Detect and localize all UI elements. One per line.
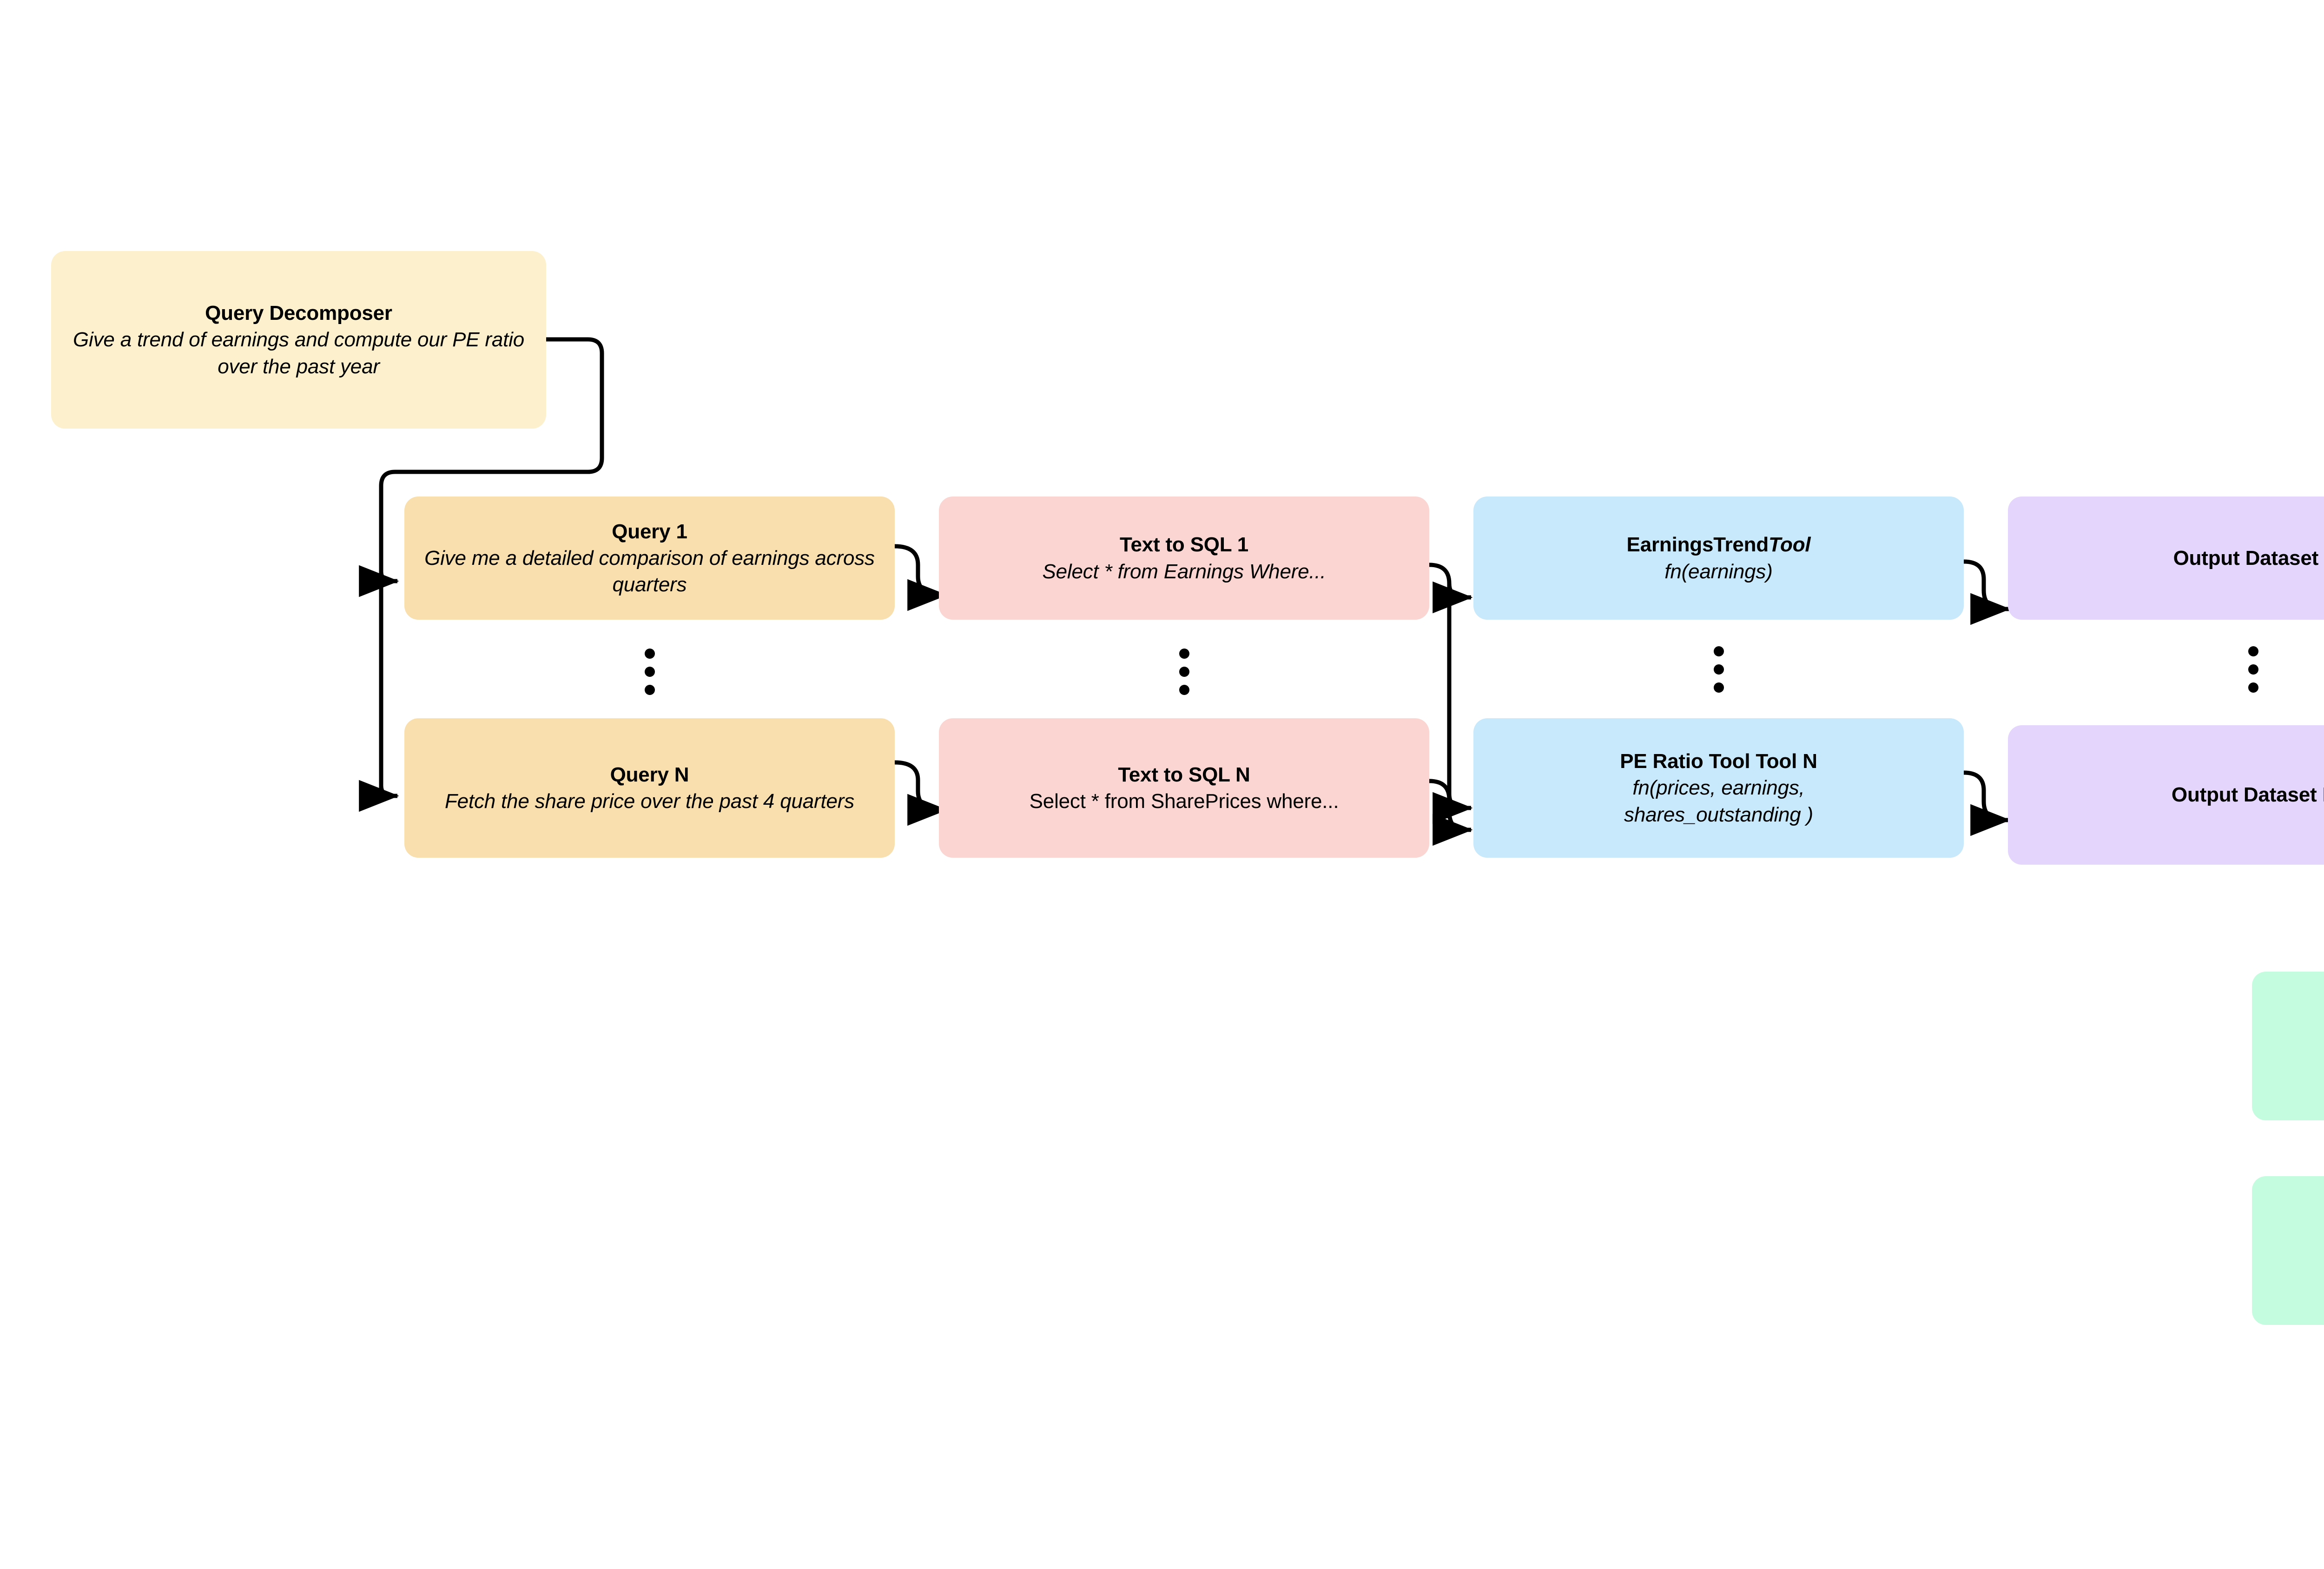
- node-query-1[interactable]: Query 1 Give me a detailed comparison of…: [404, 497, 895, 620]
- ellipsis-dot: [645, 667, 655, 677]
- edge-queryn-to-sqln: [894, 760, 948, 826]
- node-subtitle: fn(earnings): [1664, 560, 1773, 583]
- node-title: Output Dataset 1: [2173, 546, 2324, 569]
- node-query-n[interactable]: Query N Fetch the share price over the p…: [404, 718, 895, 858]
- node-title-text: EarningsTrend: [1626, 533, 1769, 556]
- ellipsis-dot: [1179, 649, 1189, 659]
- dataset-column-ellipsis: [2244, 646, 2263, 693]
- edge-sql1-to-tooln: [1433, 792, 1473, 824]
- node-title: Query 1: [612, 520, 687, 543]
- node-subtitle: Give me a detailed comparison of earning…: [424, 546, 875, 596]
- ellipsis-dot: [1179, 685, 1189, 695]
- node-title: Text to SQL N: [1118, 763, 1250, 786]
- tool-column-ellipsis: [1710, 646, 1728, 693]
- node-output-summarizer[interactable]: Output Summarizer: [2252, 972, 2324, 1120]
- ellipsis-dot: [2248, 664, 2258, 675]
- edge-sql1-trunk: [1429, 563, 1452, 818]
- ellipsis-dot: [1714, 664, 1724, 675]
- ellipsis-dot: [1179, 667, 1189, 677]
- node-pe-ratio-tool[interactable]: PE Ratio Tool Tool N fn(prices, earnings…: [1473, 718, 1964, 858]
- node-subtitle: Select * from Earnings Where...: [1042, 560, 1326, 583]
- ellipsis-dot: [645, 649, 655, 659]
- ellipsis-dot: [2248, 682, 2258, 693]
- node-output-dataset-1[interactable]: Output Dataset 1: [2008, 497, 2324, 620]
- node-title: PE Ratio Tool Tool N: [1620, 750, 1817, 773]
- node-text-to-sql-1[interactable]: Text to SQL 1 Select * from Earnings Whe…: [939, 497, 1429, 620]
- node-subtitle: Give a trend of earnings and compute our…: [73, 328, 524, 378]
- node-title-tool-suffix: Tool: [1769, 533, 1811, 556]
- edge-tooln-to-datasetn: [1963, 770, 2011, 836]
- node-query-decomposer[interactable]: Query Decomposer Give a trend of earning…: [51, 251, 546, 429]
- node-subtitle: Select * from SharePrices where...: [1029, 790, 1339, 813]
- ellipsis-dot: [645, 685, 655, 695]
- node-title: Output Dataset N: [2171, 783, 2324, 807]
- node-output-formatter[interactable]: Output Formatter: [2252, 1176, 2324, 1325]
- edge-query1-to-sql1: [894, 544, 948, 611]
- node-subtitle: Fetch the share price over the past 4 qu…: [444, 790, 855, 813]
- query-column-ellipsis: [640, 649, 659, 695]
- edge-sqln-to-tooln: [1429, 779, 1473, 846]
- edge-decomposer-to-query1: [359, 565, 399, 597]
- node-text-to-sql-n[interactable]: Text to SQL N Select * from SharePrices …: [939, 718, 1429, 858]
- ellipsis-dot: [1714, 646, 1724, 656]
- node-title: Query Decomposer: [205, 302, 392, 325]
- node-title: Text to SQL 1: [1120, 533, 1248, 556]
- edge-tool1-to-dataset1: [1963, 559, 2011, 625]
- node-title: Query N: [610, 763, 689, 786]
- ellipsis-dot: [2248, 646, 2258, 656]
- node-earnings-trend-tool[interactable]: EarningsTrendTool fn(earnings): [1473, 497, 1964, 620]
- sql-column-ellipsis: [1175, 649, 1194, 695]
- ellipsis-dot: [1714, 682, 1724, 693]
- node-subtitle: fn(prices, earnings, shares_outstanding …: [1624, 776, 1813, 826]
- edge-decomposer-to-queryn: [359, 780, 399, 812]
- node-output-dataset-n[interactable]: Output Dataset N: [2008, 725, 2324, 865]
- node-title: EarningsTrendTool: [1627, 531, 1811, 558]
- edge-sql1-to-tool1: [1433, 581, 1473, 614]
